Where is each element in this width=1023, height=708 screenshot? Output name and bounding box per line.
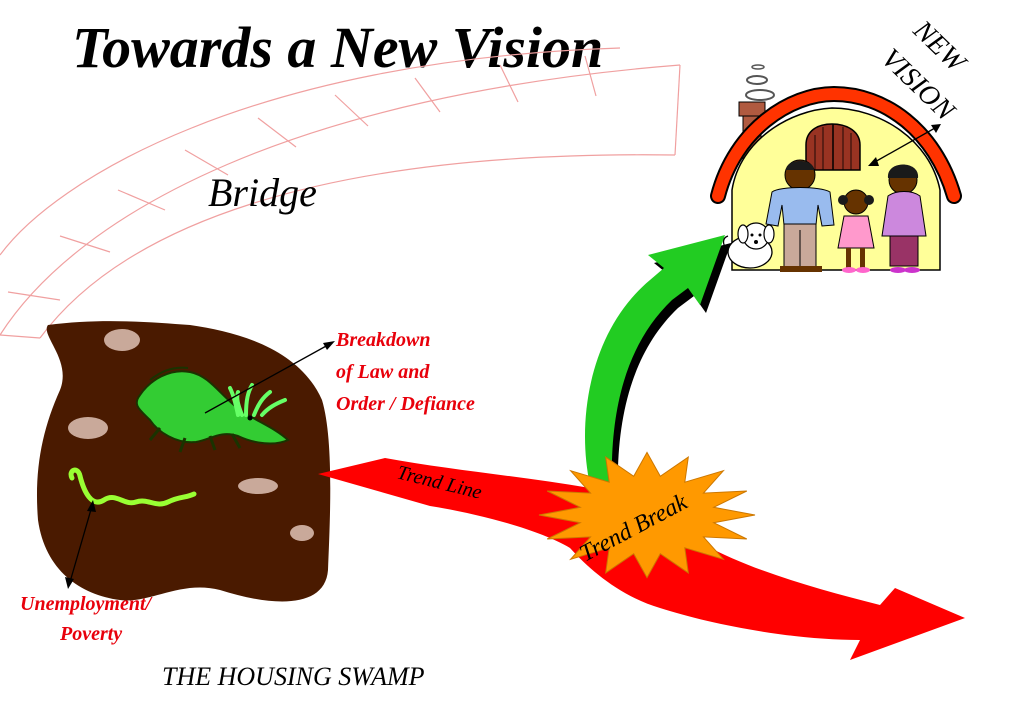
- unemployment-pointer: [65, 500, 96, 589]
- bridge-plank: [7, 291, 61, 301]
- bridge-plank: [334, 94, 369, 127]
- unemployment-label: Unemployment/ Poverty: [20, 593, 156, 645]
- snake-icon: [68, 467, 197, 507]
- bridge-plank: [59, 235, 111, 253]
- alligator-icon: [135, 366, 290, 453]
- bridge-plank: [499, 64, 519, 103]
- family-icon: [765, 159, 927, 273]
- trend-break-burst: [538, 451, 756, 579]
- breakdown-pointer: [204, 341, 335, 414]
- unemployment-line: Unemployment/: [20, 593, 154, 615]
- bridge-plank: [257, 117, 297, 148]
- breakdown-label: Breakdown of Law and Order / Defiance: [335, 329, 475, 415]
- bridge: [0, 47, 681, 339]
- slide-title: Towards a New Vision: [72, 15, 603, 80]
- swamp-stone: [238, 478, 278, 494]
- breakdown-line: Order / Defiance: [336, 393, 475, 415]
- bridge-plank: [117, 189, 166, 211]
- breakdown-line: Breakdown: [335, 329, 430, 351]
- bridge-plank: [584, 55, 597, 97]
- bridge-plank: [184, 149, 229, 176]
- unemployment-line: Poverty: [59, 623, 122, 645]
- swamp-stone: [290, 525, 314, 541]
- new-vision-pointer: [868, 124, 941, 166]
- swamp-stone: [68, 417, 108, 439]
- dog-icon: [722, 222, 775, 269]
- bridge-label: Bridge: [208, 170, 317, 215]
- bridge-plank: [414, 77, 441, 113]
- swamp-label: THE HOUSING SWAMP: [162, 662, 425, 691]
- swamp-blob: [36, 321, 331, 602]
- new-vision-arrow: [585, 235, 731, 493]
- swamp-stone: [104, 329, 140, 351]
- breakdown-line: of Law and: [336, 361, 430, 383]
